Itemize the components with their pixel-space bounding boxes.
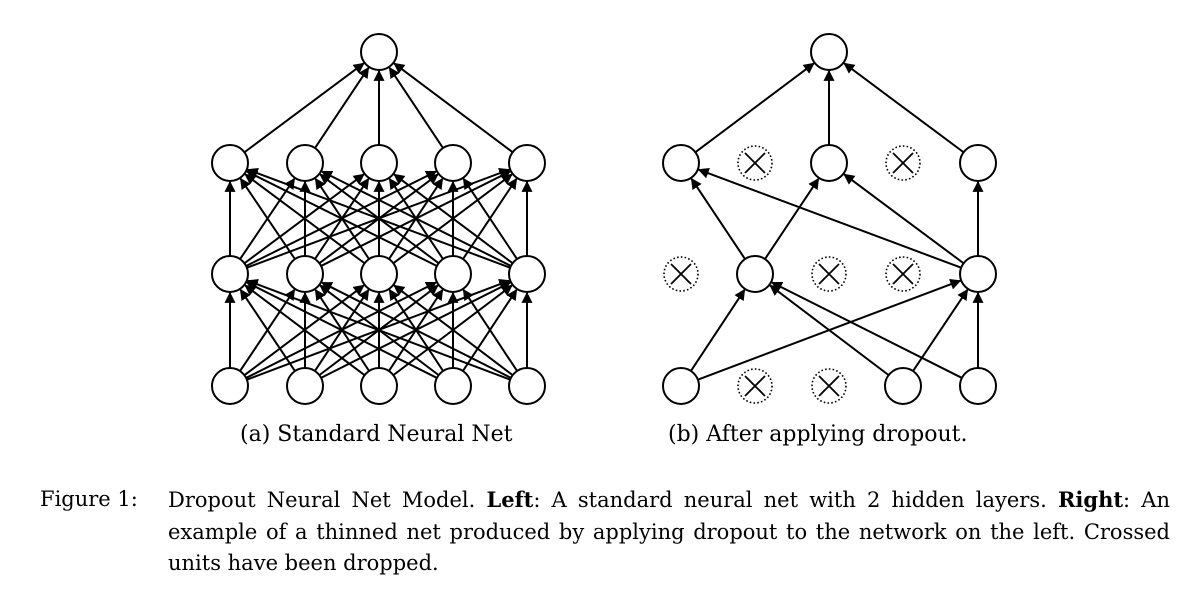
- std-unit: [286, 255, 324, 293]
- std-unit: [508, 255, 546, 293]
- std-unit: [360, 144, 398, 182]
- dropout-network: [662, 33, 997, 405]
- std-connection: [320, 281, 512, 379]
- dropout-unit: [959, 255, 997, 293]
- std-unit: [508, 144, 546, 182]
- std-connection: [314, 66, 370, 149]
- dropped-unit: [885, 256, 921, 292]
- std-connection: [393, 173, 514, 265]
- figure-caption: Figure 1: Dropout Neural Net Model. Left…: [40, 484, 1170, 580]
- std-unit: [211, 367, 249, 405]
- std-unit: [360, 33, 398, 71]
- dropout-connection: [764, 177, 820, 260]
- caption-text-3: : An example of a thinned net produced b…: [168, 488, 1170, 575]
- std-unit: [211, 255, 249, 293]
- subcaption-standard: (a) Standard Neural Net: [240, 422, 513, 447]
- std-connection: [462, 288, 518, 372]
- dropout-unit: [662, 367, 700, 405]
- caption-text-2: : A standard neural net with 2 hidden la…: [533, 488, 1058, 512]
- std-connection: [239, 177, 296, 260]
- std-unit: [508, 367, 546, 405]
- std-connection: [321, 170, 512, 267]
- caption-body: Dropout Neural Net Model. Left: A standa…: [168, 484, 1170, 580]
- std-connection: [246, 279, 511, 381]
- dropout-connection: [690, 177, 746, 260]
- dropout-unit: [810, 144, 848, 182]
- std-connection: [244, 173, 366, 265]
- dropout-unit: [884, 367, 922, 405]
- std-connection: [239, 288, 296, 372]
- std-unit: [286, 144, 324, 182]
- caption-right-label: Right: [1057, 487, 1124, 512]
- std-unit: [360, 255, 398, 293]
- figure-label: Figure 1:: [40, 487, 138, 511]
- subcaption-dropout: (b) After applying dropout.: [668, 422, 968, 447]
- dropout-connection: [843, 62, 965, 154]
- caption-left-label: Left: [486, 487, 534, 512]
- std-unit: [434, 144, 472, 182]
- std-connection: [462, 177, 518, 260]
- std-connection: [388, 66, 444, 149]
- std-connection: [246, 170, 438, 267]
- dropout-connection: [843, 173, 965, 265]
- std-connection: [393, 62, 514, 153]
- dropout-connection: [690, 288, 746, 372]
- std-connection: [245, 281, 438, 379]
- caption-text-1: Dropout Neural Net Model.: [168, 488, 487, 512]
- std-connection: [244, 284, 366, 376]
- dropout-connection: [697, 167, 962, 269]
- standard-network: [211, 33, 546, 405]
- dropout-unit: [662, 144, 700, 182]
- dropped-unit: [737, 145, 773, 181]
- dropout-unit: [959, 367, 997, 405]
- dropout-unit: [810, 33, 848, 71]
- std-unit: [360, 367, 398, 405]
- dropped-unit: [663, 256, 699, 292]
- std-unit: [434, 367, 472, 405]
- dropped-unit: [811, 368, 847, 404]
- std-unit: [286, 367, 324, 405]
- dropout-connection: [912, 288, 969, 372]
- std-unit: [434, 255, 472, 293]
- dropout-unit: [736, 255, 774, 293]
- dropped-unit: [737, 368, 773, 404]
- dropout-connection: [770, 281, 963, 379]
- dropped-unit: [811, 256, 847, 292]
- std-connection: [393, 284, 514, 376]
- std-connection: [243, 62, 365, 154]
- std-connection: [246, 167, 511, 269]
- dropout-connection: [769, 284, 890, 376]
- dropped-unit: [885, 145, 921, 181]
- std-unit: [211, 144, 249, 182]
- dropout-connection: [694, 62, 815, 153]
- dropout-unit: [959, 144, 997, 182]
